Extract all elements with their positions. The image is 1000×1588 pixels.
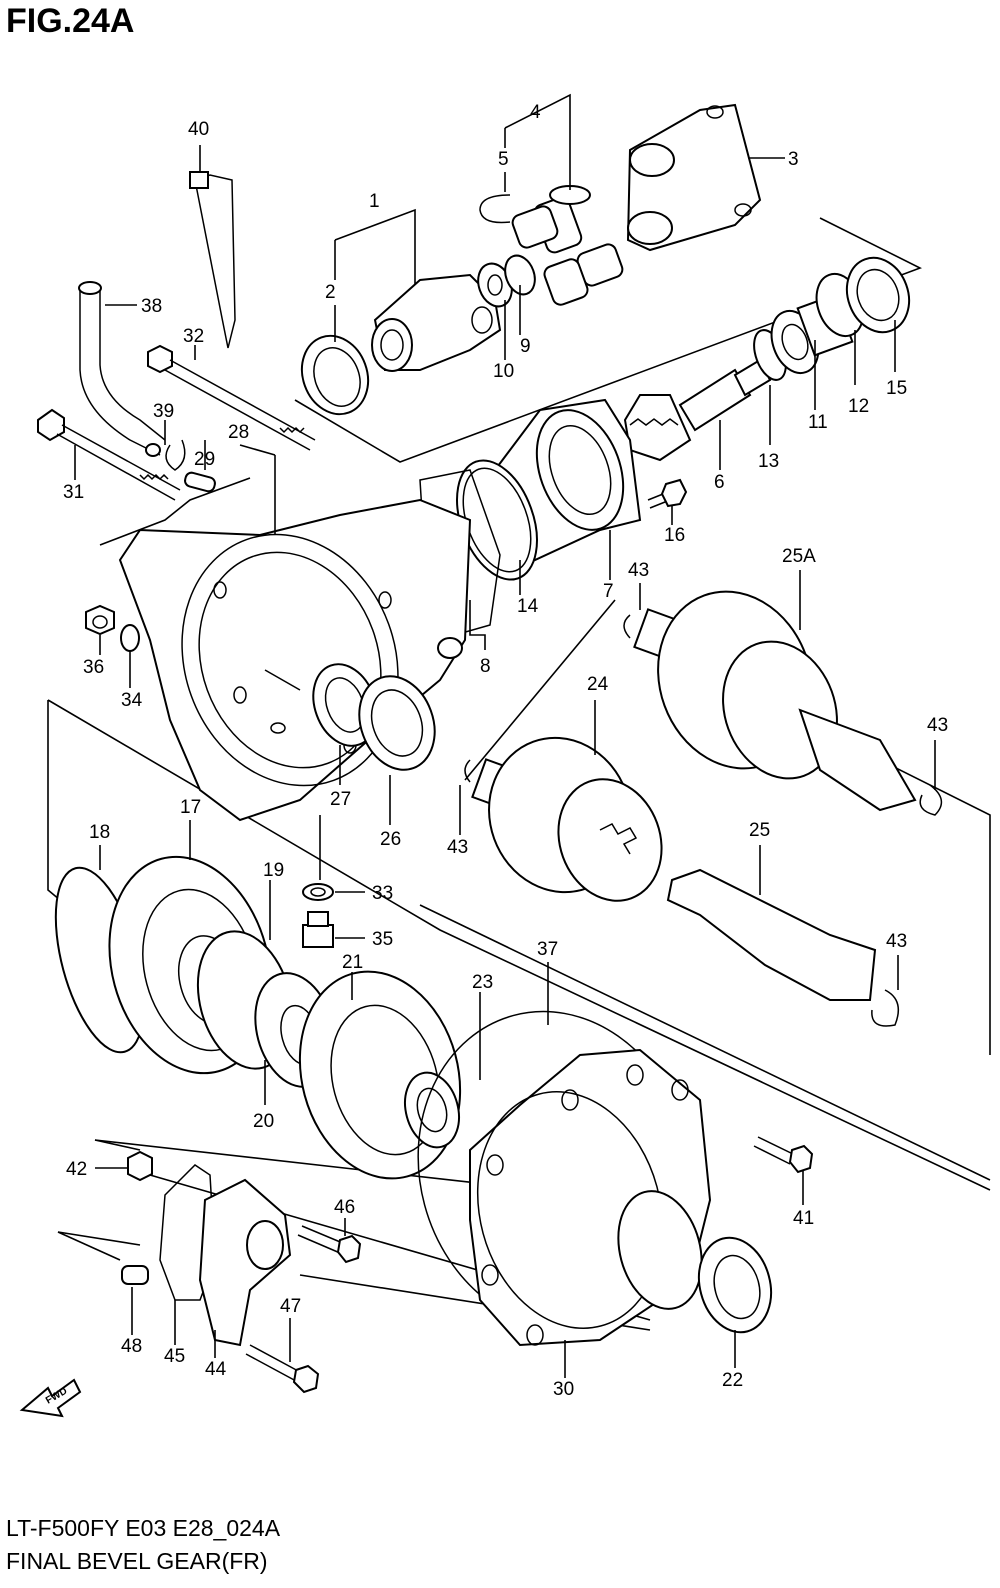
group-outlines [47, 217, 991, 1331]
callout-22: 22 [722, 1370, 743, 1391]
part-seal-22 [697, 1236, 773, 1334]
callout-43-d: 43 [886, 931, 907, 952]
callout-15: 15 [886, 378, 907, 399]
part-bearing-23 [404, 1071, 460, 1149]
callout-33: 33 [372, 883, 393, 904]
callout-43-c: 43 [447, 837, 468, 858]
callout-40: 40 [188, 119, 209, 140]
part-drive-pinion [623, 358, 772, 462]
callout-12: 12 [848, 396, 869, 417]
part-bracket-44 [198, 1178, 292, 1347]
callout-19: 19 [263, 860, 284, 881]
part-seal-2 [300, 334, 370, 416]
part-cv-joint-24 [464, 736, 663, 902]
callout-24: 24 [587, 674, 609, 695]
callout-45: 45 [164, 1346, 185, 1367]
callout-13: 13 [758, 451, 779, 472]
part-clip [145, 439, 186, 471]
callout-18: 18 [89, 822, 110, 843]
callout-14: 14 [517, 596, 539, 617]
part-washer-34 [120, 624, 140, 652]
figure-title: FIG.24A [6, 2, 135, 40]
callout-35: 35 [372, 929, 393, 950]
part-bearing-12 [796, 273, 865, 357]
fwd-arrow-icon: FWD [19, 1378, 82, 1418]
part-nut-36 [85, 604, 115, 636]
part-dowel-pin-48 [121, 1265, 149, 1285]
part-snap-ring [479, 194, 511, 224]
callout-47: 47 [280, 1296, 301, 1317]
callout-32: 32 [183, 326, 204, 347]
callout-2: 2 [325, 282, 336, 303]
part-cv-joint-25A [623, 590, 943, 816]
callout-44: 44 [205, 1359, 227, 1380]
callout-7: 7 [603, 581, 614, 602]
callout-17: 17 [180, 797, 201, 818]
part-bolt-16 [647, 478, 688, 509]
callout-39: 39 [153, 401, 174, 422]
callout-labels: 1 2 3 4 5 6 7 8 9 10 11 12 13 14 15 16 1… [63, 102, 948, 1400]
part-bearing-26 [358, 675, 436, 771]
callout-6: 6 [714, 472, 725, 493]
callout-28: 28 [228, 422, 249, 443]
callout-30: 30 [553, 1379, 574, 1400]
callout-11: 11 [808, 412, 828, 433]
section-name: FINAL BEVEL GEAR(FR) [6, 1548, 268, 1574]
callout-27: 27 [330, 789, 351, 810]
part-gearcase-housing [118, 498, 472, 822]
callout-43-b: 43 [927, 715, 948, 736]
callout-20: 20 [253, 1111, 274, 1132]
part-bolt-46 [297, 1225, 362, 1264]
callout-38: 38 [141, 296, 162, 317]
part-bolt-long-31 [37, 408, 181, 501]
part-washer-33 [302, 883, 334, 901]
callout-29: 29 [194, 449, 215, 470]
callout-42: 42 [66, 1159, 87, 1180]
part-plug-35 [302, 911, 334, 948]
callout-23: 23 [472, 972, 493, 993]
leader-lines [74, 93, 936, 1378]
part-cable-tie [189, 171, 236, 349]
callout-21: 21 [342, 952, 363, 973]
callout-16: 16 [664, 525, 685, 546]
part-nut-42 [127, 1150, 153, 1182]
callout-36: 36 [83, 657, 104, 678]
callout-9: 9 [520, 336, 531, 357]
part-bolt-47 [245, 1344, 320, 1394]
callout-25A: 25A [782, 546, 816, 567]
callout-4: 4 [530, 102, 541, 123]
callout-37: 37 [537, 939, 558, 960]
callout-26: 26 [380, 829, 401, 850]
callout-1: 1 [369, 191, 380, 212]
part-axle-shaft-25 [666, 868, 900, 1027]
part-breather-hose [78, 281, 166, 456]
part-circlip-9 [504, 254, 536, 296]
callout-41: 41 [793, 1208, 814, 1229]
callout-8: 8 [480, 656, 491, 677]
part-bearing-race-15 [845, 256, 911, 334]
callout-3: 3 [788, 149, 799, 170]
part-bolt-41 [753, 1136, 814, 1174]
callout-10: 10 [493, 361, 514, 382]
part-universal-joint-spider [511, 185, 624, 306]
callout-43-a: 43 [628, 560, 649, 581]
callout-46: 46 [334, 1197, 355, 1218]
part-dowel-pin [184, 471, 216, 493]
part-bolt-long-32 [147, 344, 316, 451]
part-flange-yoke [626, 103, 762, 252]
model-code: LT-F500FY E03 E28_024A [6, 1515, 281, 1541]
part-diff-cover-30 [469, 1048, 712, 1347]
callout-31: 31 [63, 482, 84, 503]
callout-48: 48 [121, 1336, 142, 1357]
callout-25: 25 [749, 820, 770, 841]
callout-34: 34 [121, 690, 143, 711]
part-coupling-yoke [371, 273, 502, 372]
callout-5: 5 [498, 149, 509, 170]
